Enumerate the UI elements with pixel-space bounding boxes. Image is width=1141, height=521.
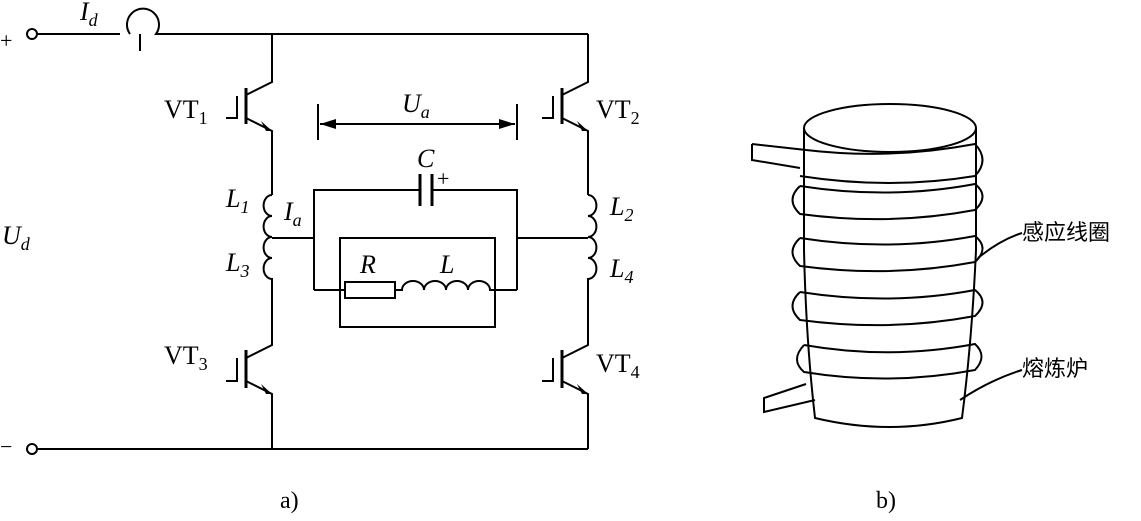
current-sensor-and-top-rail	[126, 7, 588, 35]
vt3-arrow	[261, 384, 272, 394]
l1-label: L1	[225, 184, 249, 217]
coil-turn-2	[791, 182, 984, 221]
furnace-leader	[959, 369, 1023, 401]
furnace-drawing: 感应线圈 熔炼炉 b)	[751, 103, 1110, 514]
vt4-arrow	[577, 384, 588, 394]
plus-terminal	[26, 28, 38, 40]
vt3-label: VT3	[164, 341, 208, 374]
left-coil-l1-l3	[262, 194, 273, 333]
vt1-gate	[226, 96, 238, 119]
coil-turn-3	[791, 234, 984, 273]
coil-leader	[977, 232, 1023, 259]
cap-wire-left	[313, 189, 420, 290]
left-bus-upper	[245, 34, 273, 195]
vt2-label: VT2	[596, 95, 640, 128]
ud-label: Ud	[2, 221, 31, 254]
ua-label: Ua	[402, 89, 430, 122]
furnace-label: 熔炼炉	[1022, 357, 1088, 382]
l-label: L	[439, 250, 454, 279]
coil-label: 感应线圈	[1022, 221, 1110, 246]
id-label: Id	[79, 0, 99, 30]
c-label: C	[417, 144, 435, 173]
ua-arrow-left	[320, 119, 336, 129]
right-bus-upper	[561, 34, 589, 195]
vt2-arrow	[577, 121, 588, 131]
inductor-l	[395, 280, 517, 291]
ua-arrow-right	[499, 119, 515, 129]
vt3-gate	[226, 358, 238, 382]
l3-label: L3	[225, 248, 249, 281]
vt1-label: VT1	[164, 95, 208, 128]
caption-b: b)	[876, 488, 896, 514]
circuit-diagram: + − Id Ud VT1 L1 L3 Ia VT3 VT2	[0, 0, 640, 514]
r-label: R	[359, 250, 376, 279]
crucible-top	[803, 103, 977, 153]
minus-terminal	[26, 443, 38, 455]
vt2-gate	[542, 96, 554, 119]
vt1-arrow	[261, 121, 272, 131]
vt4-label: VT4	[596, 349, 640, 382]
induction-coil	[791, 142, 984, 380]
crucible-body	[803, 128, 977, 428]
caption-a: a)	[280, 488, 299, 514]
coil-lead-bottom	[763, 383, 816, 414]
l2-label: L2	[609, 192, 633, 225]
coil-turn-4	[791, 288, 984, 327]
load-box	[339, 237, 496, 328]
ia-label: Ia	[283, 197, 302, 230]
plus-sign: +	[0, 28, 12, 53]
coil-lead-top-2	[751, 143, 807, 151]
minus-sign: −	[0, 434, 12, 459]
coil-lead-top	[751, 144, 801, 169]
cap-wire-right	[432, 189, 518, 290]
coil-turn-5	[796, 342, 983, 380]
cap-plus-sign: +	[437, 166, 449, 191]
l4-label: L4	[609, 254, 633, 287]
resistor-r	[344, 281, 396, 299]
right-coil-l2-l4	[587, 194, 598, 333]
coil-turn-1	[799, 142, 984, 184]
vt4-gate	[542, 358, 554, 382]
